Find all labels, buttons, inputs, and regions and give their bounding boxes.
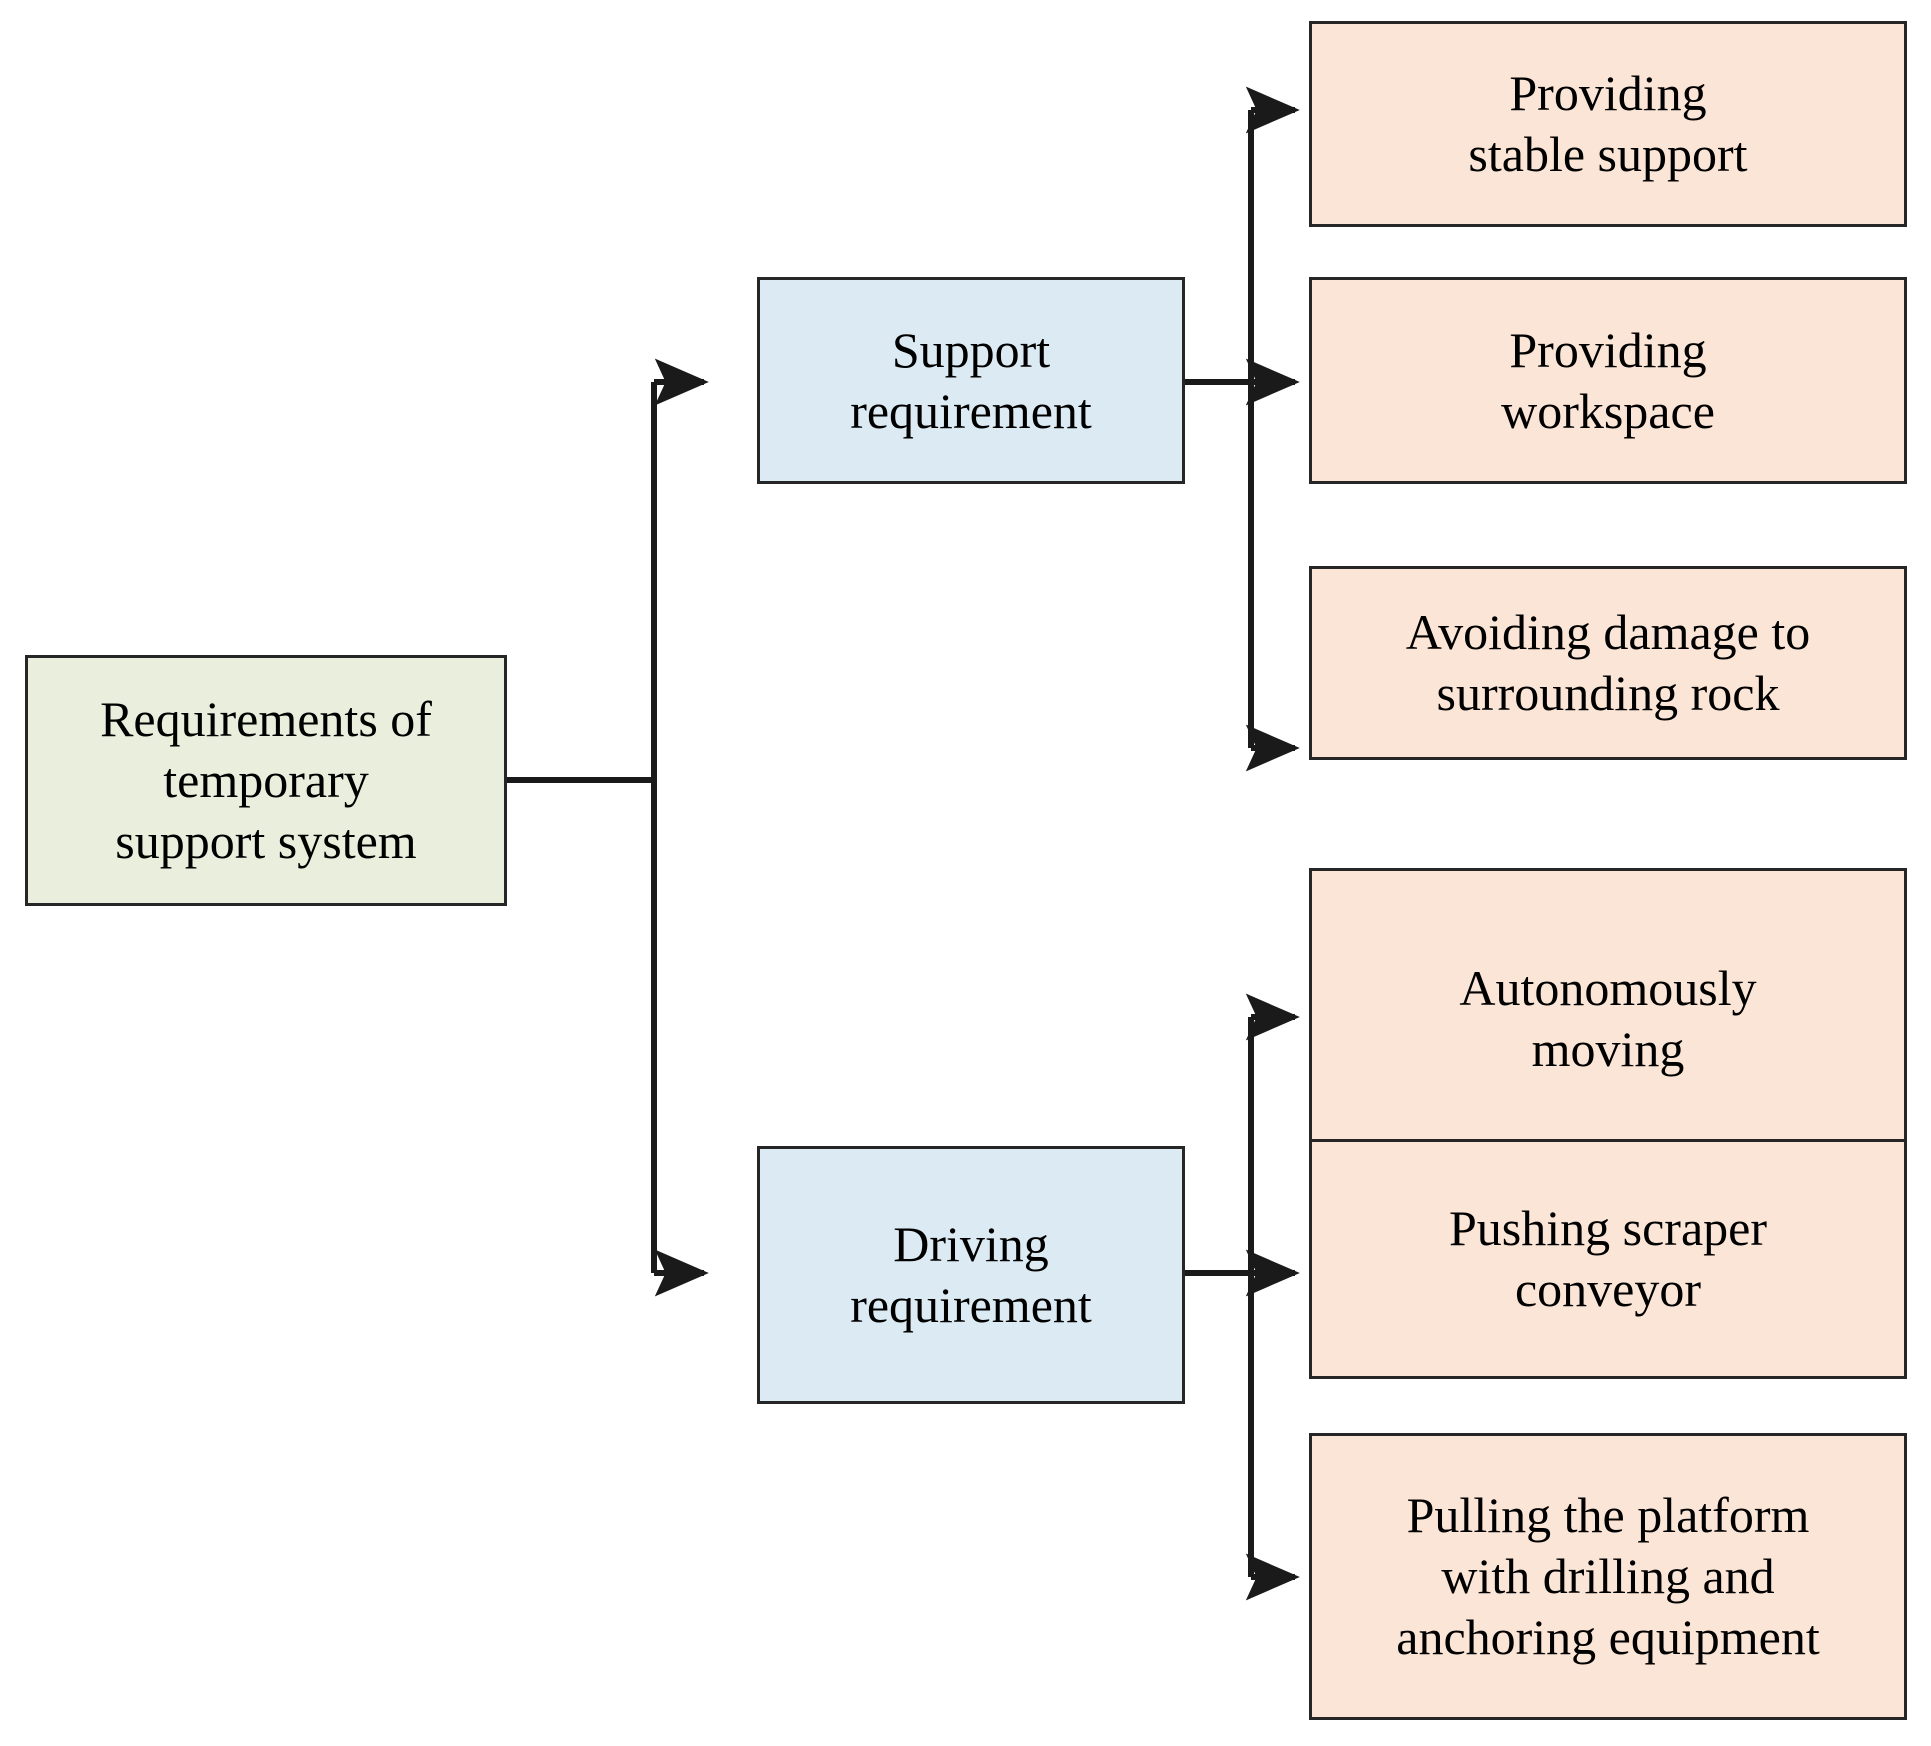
node-providing-workspace[interactable]: Providing workspace: [1309, 277, 1907, 484]
node-support-requirement-label: Support requirement: [850, 321, 1092, 439]
node-pushing-scraper-conveyor[interactable]: Pushing scraper conveyor: [1309, 1139, 1907, 1379]
node-pushing-scraper-conveyor-label: Pushing scraper conveyor: [1449, 1200, 1767, 1317]
node-autonomously-moving-label: Autonomously moving: [1459, 959, 1757, 1077]
node-driving-requirement[interactable]: Driving requirement: [757, 1146, 1185, 1404]
node-root[interactable]: Requirements of temporary support system: [25, 655, 507, 906]
node-avoiding-damage-surrounding-rock-label: Avoiding damage to surrounding rock: [1405, 604, 1811, 721]
node-autonomously-moving[interactable]: Autonomously moving: [1309, 868, 1907, 1169]
node-pulling-platform-drilling-anchoring[interactable]: Pulling the platform with drilling and a…: [1309, 1433, 1907, 1720]
node-avoiding-damage-surrounding-rock[interactable]: Avoiding damage to surrounding rock: [1309, 566, 1907, 760]
node-pulling-platform-drilling-anchoring-label: Pulling the platform with drilling and a…: [1396, 1487, 1820, 1665]
node-root-label: Requirements of temporary support system: [100, 691, 432, 869]
node-providing-stable-support[interactable]: Providing stable support: [1309, 21, 1907, 227]
node-providing-workspace-label: Providing workspace: [1501, 321, 1715, 439]
node-providing-stable-support-label: Providing stable support: [1468, 65, 1748, 182]
node-driving-requirement-label: Driving requirement: [850, 1216, 1092, 1333]
node-support-requirement[interactable]: Support requirement: [757, 277, 1185, 484]
